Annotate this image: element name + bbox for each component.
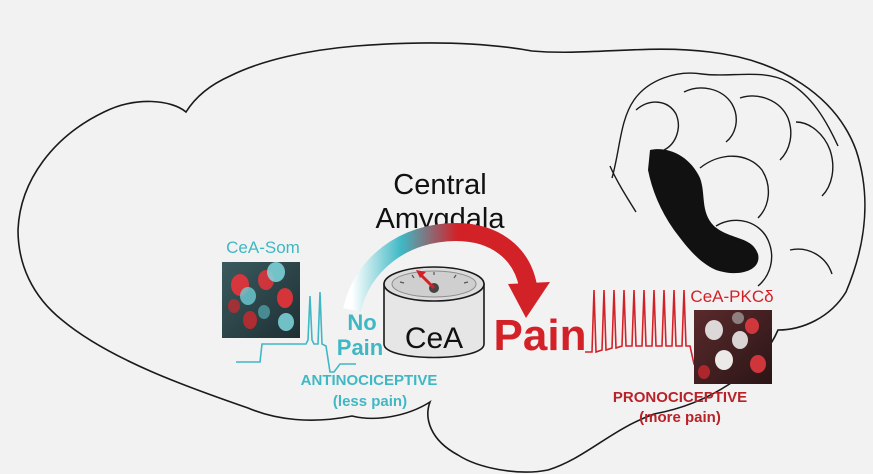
som-cell-label: CeA-Som <box>226 238 300 257</box>
no-pain-line1: No <box>347 310 376 335</box>
antinociceptive-label: ANTINOCICEPTIVE <box>301 372 438 389</box>
pronociceptive-label: PRONOCICEPTIVE <box>613 389 747 406</box>
title-line1: Central <box>393 169 487 201</box>
pain-arc-arrow <box>343 222 550 318</box>
cea-label: CeA <box>405 322 463 355</box>
dial-needle <box>418 272 436 290</box>
pkc-micrograph <box>694 310 772 384</box>
som-micrograph <box>222 262 300 338</box>
pkc-spike-trace <box>585 289 701 366</box>
cea-dial: CeA <box>383 266 485 359</box>
pain-label: Pain <box>494 311 587 360</box>
no-pain-line2: Pain <box>337 335 383 360</box>
more-pain-label: (more pain) <box>639 409 721 426</box>
brain-outline <box>17 42 866 473</box>
brainstem-shape <box>648 149 759 274</box>
som-spike-trace <box>236 291 356 373</box>
pkc-cell-label: CeA-PKCδ <box>690 287 773 306</box>
less-pain-label: (less pain) <box>333 393 407 410</box>
